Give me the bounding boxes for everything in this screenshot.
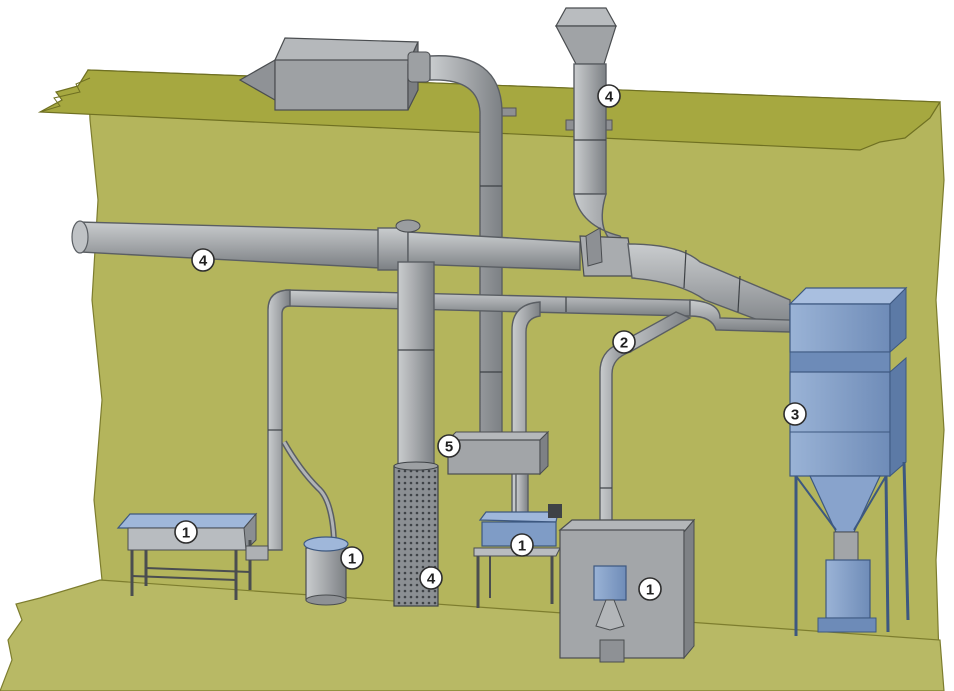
callout-circle <box>510 533 534 557</box>
callout-perforated-stack: 4 <box>419 566 443 590</box>
callout-label: 1 <box>518 538 526 555</box>
callout-workbench-left: 1 <box>174 520 198 544</box>
callout-dust-collector: 3 <box>783 402 807 426</box>
callout-circle <box>437 434 461 458</box>
callout-drum: 1 <box>340 546 364 570</box>
callout-circle <box>191 248 215 272</box>
callout-main-duct: 4 <box>191 248 215 272</box>
callout-label: 5 <box>445 439 453 456</box>
callout-circle <box>597 84 621 108</box>
callout-circle <box>612 330 636 354</box>
callout-label: 4 <box>427 571 436 588</box>
callout-cabinet-hood: 1 <box>638 577 662 601</box>
drum <box>303 536 349 606</box>
callout-exhaust-stack: 4 <box>597 84 621 108</box>
callout-label: 1 <box>646 582 654 599</box>
callout-label: 4 <box>605 89 614 106</box>
callout-label: 1 <box>348 551 356 568</box>
floor <box>0 579 945 691</box>
callout-circle <box>340 546 364 570</box>
callout-hood-box: 5 <box>437 434 461 458</box>
callout-branch-duct: 2 <box>612 330 636 354</box>
callout-label: 1 <box>182 525 190 542</box>
perforated-stack <box>393 261 439 607</box>
callout-label: 4 <box>199 253 208 270</box>
callout-circle <box>638 577 662 601</box>
callout-circle <box>419 566 443 590</box>
callout-circle <box>783 402 807 426</box>
hood-box <box>446 430 550 517</box>
callout-workbench-center: 1 <box>510 533 534 557</box>
roof-exhaust-fan <box>238 37 431 111</box>
callout-layer: 1 1 1 1 2 3 4 4 4 5 <box>174 84 807 601</box>
dust-collector <box>788 286 910 636</box>
callout-label: 3 <box>791 407 799 424</box>
callout-label: 2 <box>620 335 628 352</box>
cabinet-enclosure <box>558 518 696 663</box>
callout-circle <box>174 520 198 544</box>
